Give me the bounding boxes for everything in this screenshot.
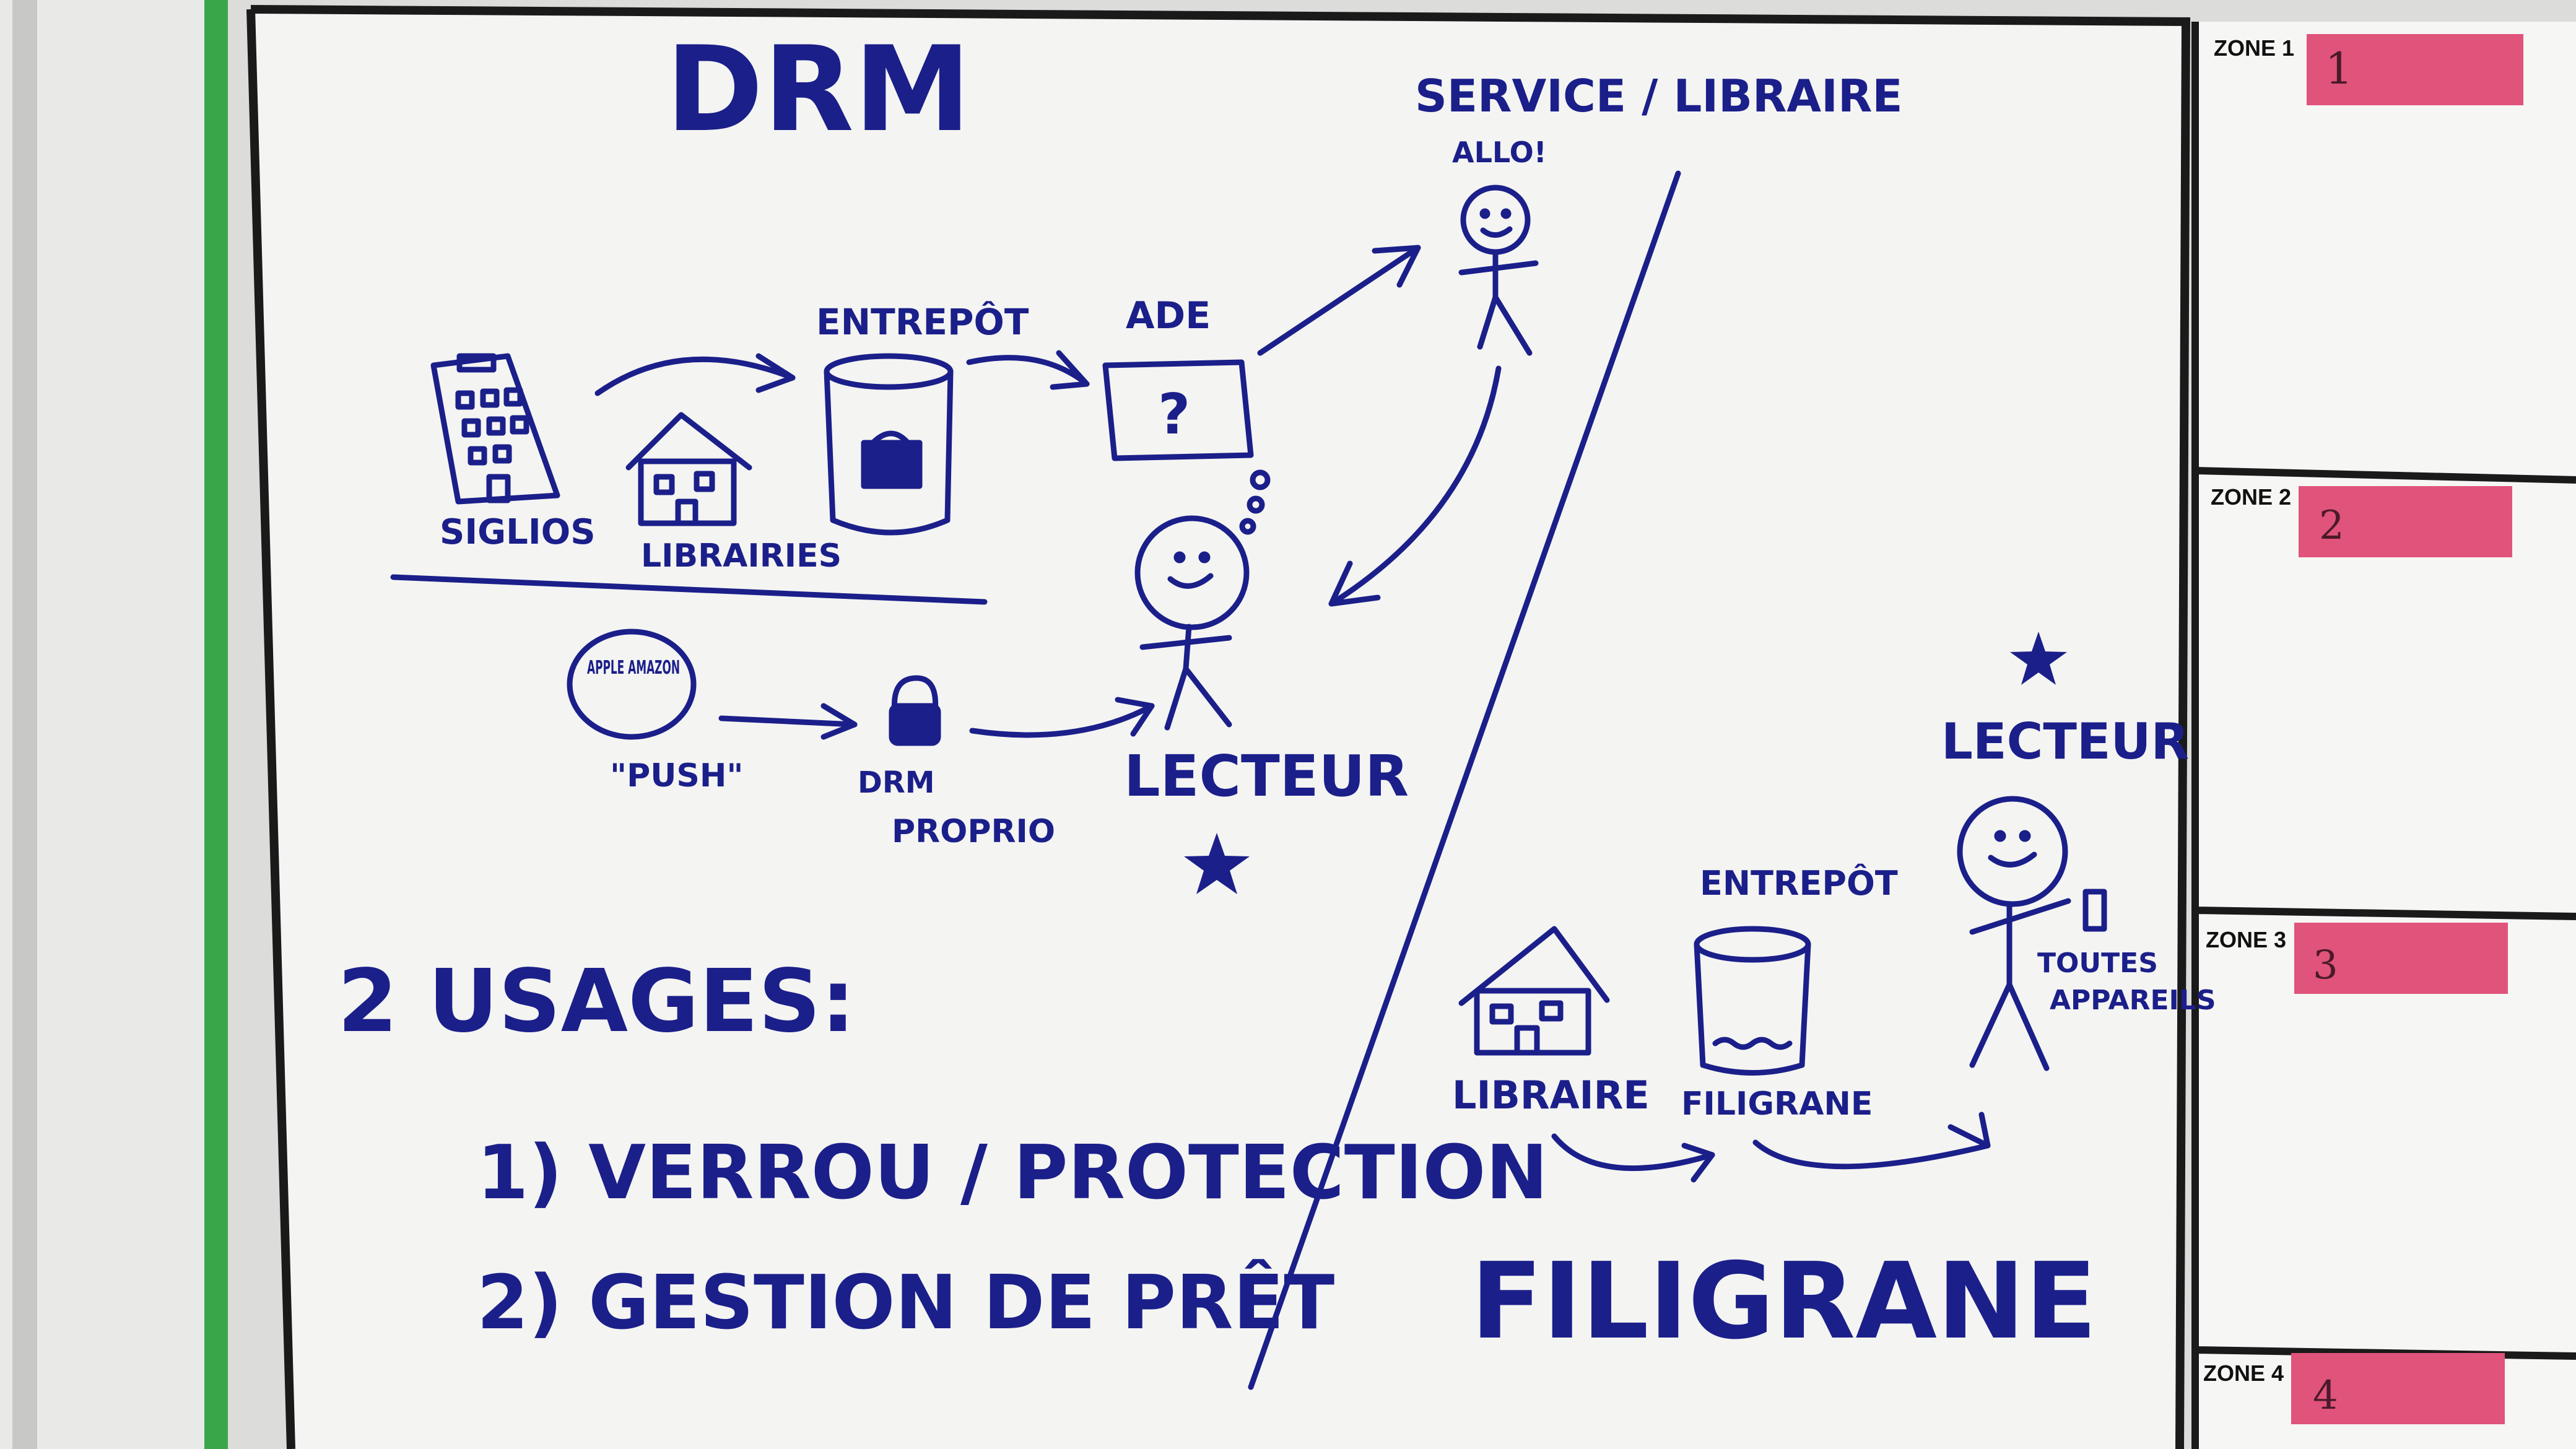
- zone-2-label: ZONE 2: [2211, 484, 2291, 510]
- building-icon: [430, 353, 560, 505]
- whiteboard-frame-left: [246, 9, 295, 1449]
- title-drm: DRM: [666, 21, 971, 158]
- zone-3-label: ZONE 3: [2206, 927, 2286, 952]
- zone-1-label: ZONE 1: [2214, 35, 2294, 61]
- libraire-house-icon: [1458, 926, 1610, 1056]
- lecteur-right-label: LECTEUR: [1941, 713, 2189, 770]
- usages-title: 2 USAGES:: [337, 951, 855, 1052]
- divider-line: [1248, 170, 1681, 1390]
- siglios-label: SIGLIOS: [440, 512, 596, 552]
- left-edge: [12, 0, 37, 1449]
- sticky-note-3[interactable]: [2294, 923, 2508, 994]
- ade-question-mark: ?: [1158, 382, 1190, 447]
- zone-4-label: ZONE 4: [2203, 1360, 2284, 1386]
- lecteur-person-icon: [1134, 515, 1250, 731]
- arrow-service-lecteur: [1328, 365, 1502, 607]
- librairies-label: LIBRAIRIES: [641, 537, 842, 575]
- star-icon-right: [2010, 632, 2067, 685]
- filigrane-title: FILIGRANE: [1471, 1240, 2097, 1363]
- sticky-note-2-text: 2: [2319, 503, 2344, 549]
- padlock-icon: [889, 675, 941, 746]
- allo-label: ALLO!: [1452, 136, 1547, 169]
- drm-proprio-label-2: PROPRIO: [892, 813, 1055, 850]
- apple-amazon-badge: [567, 629, 697, 740]
- sticky-note-2[interactable]: [2299, 486, 2512, 557]
- right-warehouse-cylinder-icon: [1694, 926, 1811, 1076]
- entrepot-right-label: ENTREPÔT: [1700, 864, 1898, 903]
- ade-box-icon: [1102, 359, 1254, 461]
- zones-panel: [2195, 22, 2576, 1449]
- toutes-label: TOUTES: [2037, 947, 2158, 979]
- zone-line-1: [2195, 467, 2576, 484]
- arrow-ade-service: [1257, 245, 1421, 356]
- sticky-note-4[interactable]: [2291, 1353, 2505, 1424]
- sticky-note-1[interactable]: [2307, 34, 2523, 105]
- sticky-note-4-text: 4: [2313, 1373, 2338, 1419]
- lecteur-left-label: LECTEUR: [1124, 743, 1409, 809]
- appareils-label: APPAREILS: [2050, 985, 2216, 1016]
- star-icon-left: [1184, 833, 1250, 894]
- libraire-label: LIBRAIRE: [1452, 1073, 1650, 1118]
- green-tape: [204, 0, 228, 1449]
- drm-underline: [390, 574, 988, 605]
- drm-proprio-label-1: DRM: [858, 765, 935, 800]
- sticky-note-1-text: 1: [2325, 43, 2353, 94]
- whiteboard-frame-top-right: [250, 5, 2191, 1449]
- zone-line-2: [2195, 907, 2576, 920]
- apple-label: APPLE AMAZON: [587, 657, 680, 679]
- arrow-siglios-entrepot: [594, 356, 796, 396]
- entrepot-top-label: ENTREPÔT: [816, 300, 1029, 343]
- service-person-icon: [1458, 185, 1539, 356]
- ade-label: ADE: [1126, 294, 1211, 337]
- filigrane-small-label: FILIGRANE: [1681, 1086, 1873, 1123]
- warehouse-cylinder-icon: [824, 353, 954, 536]
- service-libraire-label: SERVICE / LIBRAIRE: [1415, 70, 1903, 122]
- sticky-note-3-text: 3: [2313, 942, 2338, 988]
- right-lecteur-person-icon: [1957, 796, 2107, 1071]
- usage-1: 1) VERROU / PROTECTION: [477, 1130, 1548, 1216]
- usage-2: 2) GESTION DE PRÊT: [477, 1260, 1334, 1346]
- whiteboard: [251, 9, 2186, 1449]
- push-label: "PUSH": [610, 757, 744, 794]
- house-icon: [625, 412, 752, 526]
